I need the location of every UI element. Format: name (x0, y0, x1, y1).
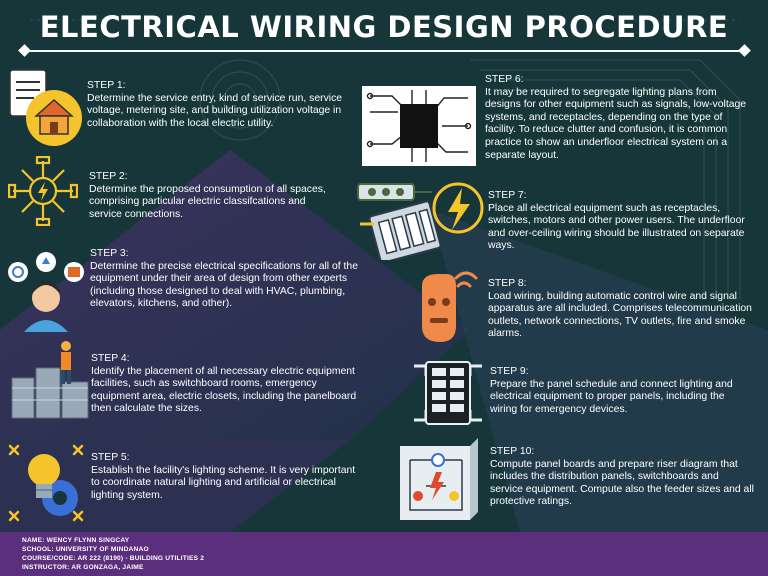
step-5-text: Establish the facility's lighting scheme… (91, 464, 356, 501)
circuit-chip-icon (362, 86, 476, 166)
step-7: STEP 7: Place all electrical equipment s… (488, 190, 760, 253)
footer-school: SCHOOL: UNIVERSITY OF MINDANAO (22, 546, 149, 553)
panel-board-icon (414, 361, 482, 425)
footer-instructor: INSTRUCTOR: AR GONZAGA, JAIME (22, 564, 144, 571)
power-distribution-icon (8, 156, 78, 226)
step-6-label: STEP 6: (485, 74, 524, 85)
step-2-text: Determine the proposed consumption of al… (89, 183, 326, 220)
smart-sensor-icon (422, 271, 478, 342)
step-4-text: Identify the placement of all necessary … (91, 365, 357, 415)
document-icon (9, 69, 82, 146)
step-6-text: It may be required to segregate lighting… (485, 86, 747, 161)
title-divider (24, 50, 744, 52)
step-5: STEP 5: Establish the facility's lightin… (91, 452, 359, 502)
footer-bar: NAME: WENCY FLYNN SINGCAY SCHOOL: UNIVER… (0, 532, 768, 576)
step-10: STEP 10: Compute panel boards and prepar… (490, 446, 754, 509)
step-5-label: STEP 5: (91, 452, 130, 463)
team-icon (8, 252, 84, 332)
step-9: STEP 9: Prepare the panel schedule and c… (490, 366, 752, 416)
step-6: STEP 6: It may be required to segregate … (485, 74, 753, 162)
step-8-label: STEP 8: (488, 278, 527, 289)
step-10-text: Compute panel boards and prepare riser d… (490, 458, 754, 508)
step-1-label: STEP 1: (87, 80, 126, 91)
step-2: STEP 2: Determine the proposed consumpti… (89, 171, 339, 221)
footer-name: NAME: WENCY FLYNN SINGCAY (22, 537, 130, 544)
step-7-text: Place all electrical equipment such as r… (488, 202, 745, 252)
step-1: STEP 1: Determine the service entry, kin… (87, 80, 355, 130)
step-3-label: STEP 3: (90, 248, 129, 259)
step-7-label: STEP 7: (488, 190, 527, 201)
step-1-text: Determine the service entry, kind of ser… (87, 92, 343, 129)
lightbulb-gear-icon (8, 444, 84, 522)
step-2-label: STEP 2: (89, 171, 128, 182)
footer-course: COURSE/CODE: AR 222 (8190) - BUILDING UT… (22, 555, 205, 562)
step-4: STEP 4: Identify the placement of all ne… (91, 353, 361, 416)
factory-equipment-icon (11, 341, 89, 419)
step-10-label: STEP 10: (490, 446, 535, 457)
outlet-bolt-icon (357, 182, 484, 260)
step-9-label: STEP 9: (490, 366, 529, 377)
step-4-label: STEP 4: (91, 353, 130, 364)
page-title: ELECTRICAL WIRING DESIGN PROCEDURE (39, 10, 729, 44)
step-8-text: Load wiring, building automatic control … (488, 290, 752, 340)
step-8: STEP 8: Load wiring, building automatic … (488, 278, 760, 341)
house-icon (26, 90, 82, 146)
step-3: STEP 3: Determine the precise electrical… (90, 248, 358, 311)
step-9-text: Prepare the panel schedule and connect l… (490, 378, 733, 415)
riser-diagram-icon (400, 438, 478, 520)
step-3-text: Determine the precise electrical specifi… (90, 260, 358, 310)
